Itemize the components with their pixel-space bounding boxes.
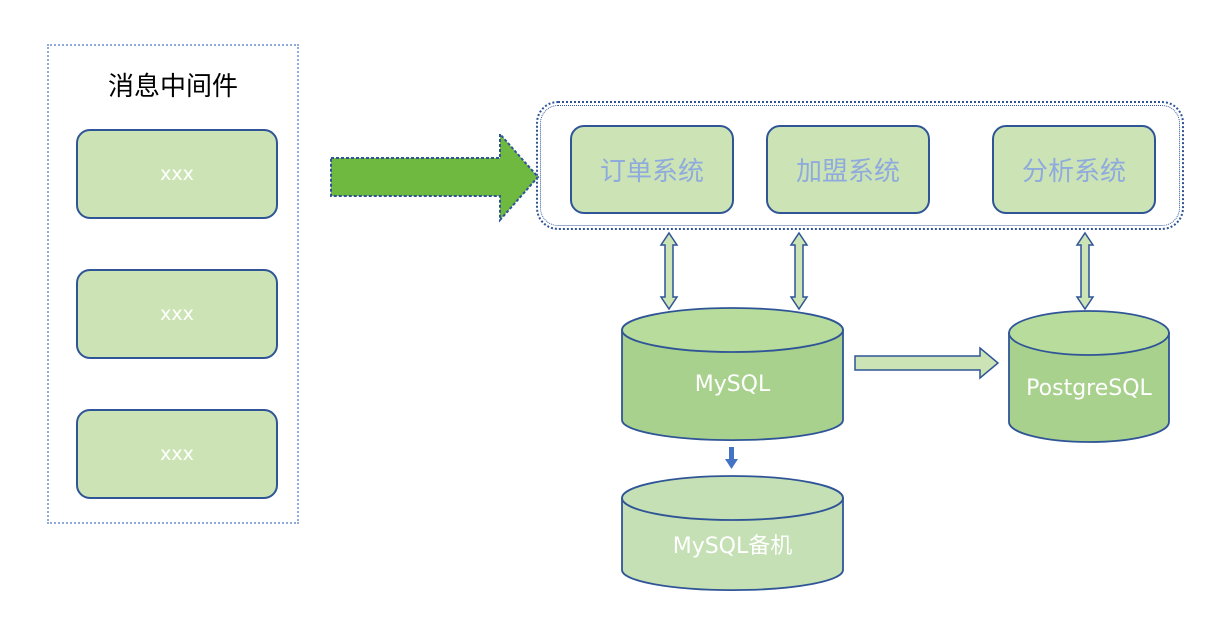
- middleware-item-1: xxx: [76, 129, 278, 219]
- big-green-arrow: [330, 131, 540, 223]
- mysql-to-postgres-arrow: [854, 346, 1000, 380]
- message-middleware-title: 消息中间件: [107, 72, 238, 102]
- franchise-mysql-double-arrow: [789, 231, 809, 311]
- middleware-item-3: xxx: [76, 409, 278, 499]
- franchise-system-box: 加盟系统: [766, 125, 930, 214]
- middleware-item-2: xxx: [76, 269, 278, 359]
- systems-group-inner-border: [540, 105, 1180, 226]
- analytics-postgres-double-arrow: [1075, 231, 1095, 311]
- mysql-backup-label: MySQL备机: [672, 534, 793, 559]
- postgres-label: PostgreSQL: [1026, 375, 1152, 401]
- mysql-to-backup-arrow: [725, 447, 738, 469]
- mysql-backup-database-cylinder: [621, 475, 844, 591]
- postgres-database-cylinder: [1008, 310, 1170, 443]
- mysql-label: MySQL: [694, 371, 771, 397]
- order-system-box: 订单系统: [570, 125, 734, 214]
- analytics-system-box: 分析系统: [992, 125, 1156, 214]
- systems-group-container: [536, 101, 1184, 230]
- message-middleware-container: [47, 44, 299, 524]
- order-mysql-double-arrow: [659, 231, 679, 311]
- mysql-database-cylinder: [621, 307, 844, 441]
